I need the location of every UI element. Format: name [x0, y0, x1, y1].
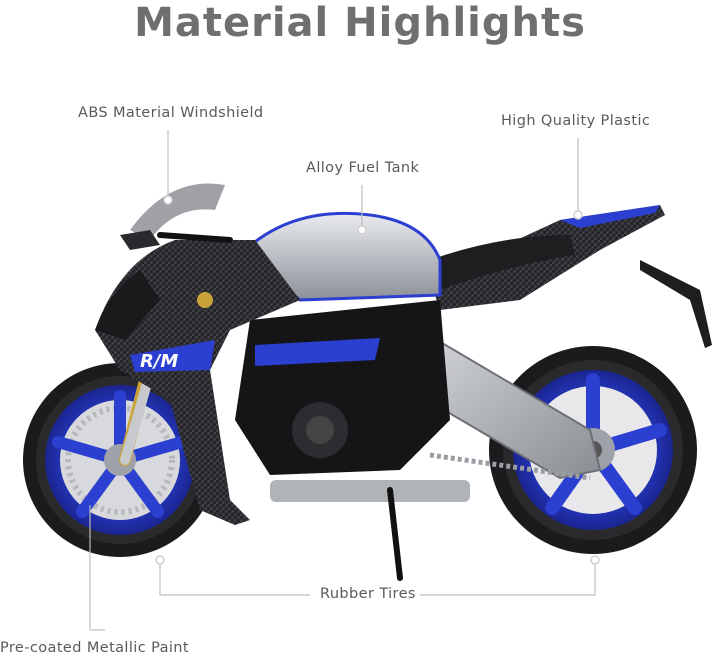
callout-plastic: High Quality Plastic	[501, 113, 651, 129]
callout-tires: Rubber Tires	[320, 586, 416, 602]
engine	[235, 300, 450, 475]
model-badge: R/M	[140, 351, 178, 372]
callout-lines	[89, 130, 596, 631]
callout-paint: Pre-coated Metallic Paint	[0, 640, 189, 656]
seat	[430, 235, 575, 290]
page-title: Material Highlights	[134, 0, 586, 46]
fuel-tank	[237, 211, 442, 302]
callout-windshield: ABS Material Windshield	[78, 105, 264, 121]
callout-fuel-tank: Alloy Fuel Tank	[306, 160, 420, 176]
windshield	[130, 183, 225, 240]
